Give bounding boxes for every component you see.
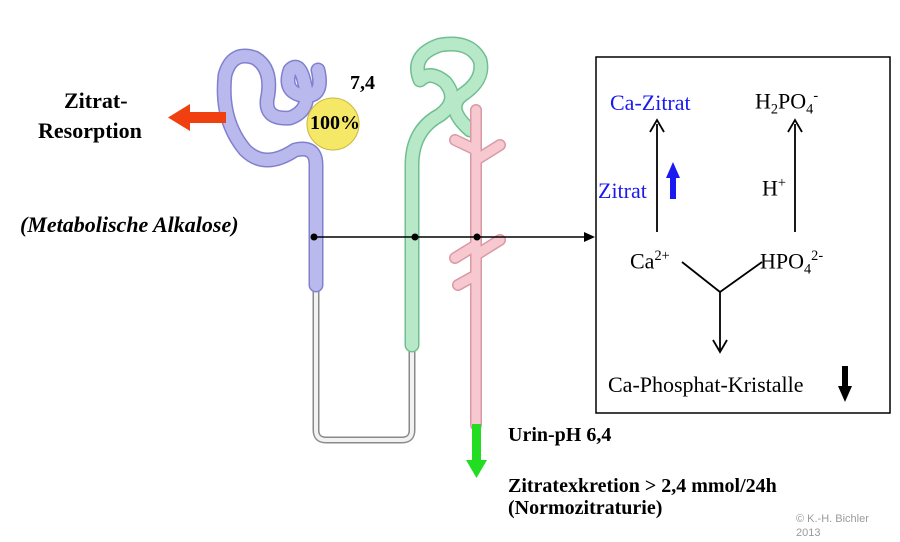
box-arrows (649, 118, 803, 354)
proximal-tubule (216, 48, 327, 293)
ph-circle (306, 97, 360, 151)
urine-ph-label: Urin-pH 6,4 (508, 424, 612, 446)
citrate-up-arrow (666, 162, 680, 199)
ph-value: 7,4 (350, 72, 375, 94)
hplus-label: H+ (762, 175, 786, 201)
urine-arrow (466, 424, 487, 478)
crystals-down-arrow (838, 366, 852, 402)
excretion-label: Zitratexkretion > 2,4 mmol/24h (508, 475, 777, 497)
crystals-label: Ca-Phosphat-Kristalle (608, 372, 804, 397)
ca-label: Ca2+ (630, 248, 670, 274)
resorption-arrow (168, 104, 226, 131)
ca-citrate-label: Ca-Zitrat (610, 90, 691, 115)
chemistry-box (595, 56, 891, 414)
citrate-label: Zitrat (598, 178, 647, 203)
percent-value: 100% (310, 112, 360, 134)
copyright: © K.-H. Bichler 2013 (796, 513, 869, 539)
normo-label: (Normozitraturie) (508, 497, 663, 519)
resorption-label-1: Zitrat- (64, 88, 128, 113)
condition-label: (Metabolische Alkalose) (20, 212, 239, 237)
henle-loop (312, 282, 416, 444)
distal-tubule (404, 36, 489, 353)
h2po4-label: H2PO4- (755, 88, 819, 118)
collecting-duct (449, 104, 506, 431)
hpo4-label: HPO42- (760, 248, 824, 278)
resorption-label-2: Resorption (38, 118, 142, 143)
connector-line (310, 232, 595, 242)
